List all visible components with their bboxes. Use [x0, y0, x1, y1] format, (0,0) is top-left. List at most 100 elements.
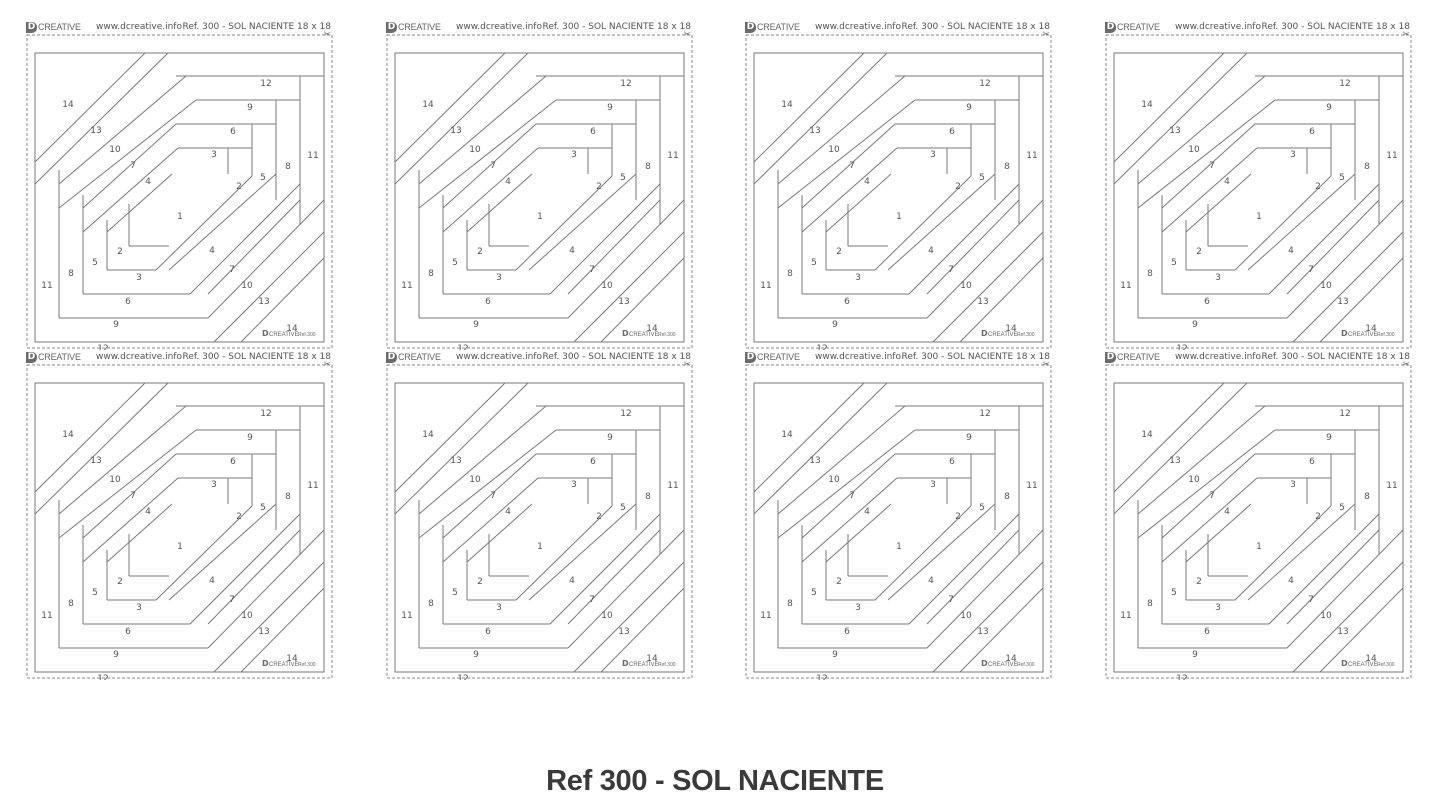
piece-label: 8 [68, 599, 74, 609]
seam-line [58, 99, 197, 209]
piece-label: 3 [136, 603, 142, 613]
piece-label: 2 [596, 182, 602, 192]
piece-label: 3 [855, 603, 861, 613]
piece-label: 2 [1315, 182, 1321, 192]
dcreative-logo-icon: D CREATIVE [1105, 20, 1160, 34]
piece-label: 14 [1141, 100, 1153, 110]
website-link[interactable]: www.dcreative.info [1175, 22, 1261, 32]
piece-label: 2 [836, 247, 842, 257]
website-link[interactable]: www.dcreative.info [815, 352, 901, 362]
piece-label: 8 [285, 492, 291, 502]
piece-label: 5 [979, 173, 985, 183]
piece-label: 10 [1320, 281, 1332, 291]
seam-line [1137, 99, 1276, 209]
website-link[interactable]: www.dcreative.info [96, 22, 182, 32]
reference-label: Ref. 300 - SOL NACIENTE 18 x 18 [1261, 352, 1410, 362]
seam-line [394, 382, 506, 493]
seam-line [932, 231, 1044, 343]
piece-label: 10 [469, 475, 481, 485]
seam-line [567, 529, 685, 649]
piece-label: 13 [90, 456, 101, 466]
seam-line [573, 561, 685, 673]
seam-line [34, 52, 169, 185]
piece-label: 6 [949, 127, 955, 137]
piece-label: 9 [607, 103, 613, 113]
piece-label: 11 [401, 611, 412, 621]
seam-line [926, 529, 1044, 649]
footer-ref: Ref.300 [658, 662, 676, 668]
seam-line [155, 505, 253, 601]
piece-label: 13 [258, 627, 269, 637]
pattern-card: D CREATIVE www.dcreative.info Ref. 300 -… [745, 20, 1052, 350]
piece-label: 6 [125, 627, 131, 637]
piece-label: 2 [955, 512, 961, 522]
piece-label: 13 [809, 126, 820, 136]
seam-line [1247, 503, 1356, 601]
piece-label: 10 [828, 475, 840, 485]
website-link[interactable]: www.dcreative.info [96, 352, 182, 362]
piece-label: 5 [620, 503, 626, 513]
piece-label: 4 [145, 507, 151, 517]
seam-line [887, 173, 996, 271]
piece-label: 4 [1224, 507, 1230, 517]
footer-ref: Ref.300 [1017, 662, 1035, 668]
reference-label: Ref. 300 - SOL NACIENTE 18 x 18 [901, 352, 1050, 362]
piece-label: 8 [1147, 599, 1153, 609]
piece-label: 12 [97, 674, 108, 680]
piece-label: 3 [211, 480, 217, 490]
piece-label: 9 [1192, 320, 1198, 330]
piece-label: 13 [1169, 126, 1180, 136]
piece-label: 4 [569, 576, 575, 586]
piece-label: 5 [92, 258, 98, 268]
pattern-card: D CREATIVE www.dcreative.info Ref. 300 -… [1105, 20, 1412, 350]
piece-label: 12 [620, 409, 631, 419]
piece-label: 6 [590, 127, 596, 137]
logo-mark: D [386, 351, 397, 363]
seam-line [1137, 75, 1266, 185]
piece-label: 5 [260, 173, 266, 183]
piece-label: 7 [229, 595, 235, 605]
footer-logo-mark: D [981, 329, 988, 338]
piece-label: 5 [811, 588, 817, 598]
card-header: D CREATIVE www.dcreative.info Ref. 300 -… [1105, 350, 1412, 369]
piece-label: 13 [90, 126, 101, 136]
pattern-card: D CREATIVE www.dcreative.info Ref. 300 -… [386, 350, 693, 680]
piece-label: 12 [1339, 79, 1350, 89]
piece-label: 8 [1364, 492, 1370, 502]
seam-line [1161, 453, 1256, 539]
piece-label: 9 [1326, 103, 1332, 113]
logo-text: CREATIVE [757, 22, 800, 32]
website-link[interactable]: www.dcreative.info [815, 22, 901, 32]
reference-label: Ref. 300 - SOL NACIENTE 18 x 18 [182, 352, 331, 362]
reference-label: Ref. 300 - SOL NACIENTE 18 x 18 [542, 352, 691, 362]
seam-line [207, 529, 325, 649]
seam-line [1161, 147, 1258, 233]
piece-label: 1 [177, 212, 183, 222]
footer-logo-text: CREATIVE [988, 332, 1018, 338]
website-link[interactable]: www.dcreative.info [1175, 352, 1261, 362]
card-header: D CREATIVE www.dcreative.info Ref. 300 -… [745, 350, 1052, 369]
scissor-icon: ✂ [323, 29, 331, 39]
website-link[interactable]: www.dcreative.info [456, 22, 542, 32]
piece-label: 13 [809, 456, 820, 466]
piece-label: 6 [844, 297, 850, 307]
piece-label: 7 [130, 491, 136, 501]
piece-label: 6 [949, 457, 955, 467]
seam-line [442, 147, 539, 233]
logo-text: CREATIVE [757, 352, 800, 362]
website-link[interactable]: www.dcreative.info [456, 352, 542, 362]
seam-line [1113, 52, 1225, 163]
card-header: D CREATIVE www.dcreative.info Ref. 300 -… [1105, 20, 1412, 39]
piece-label: 4 [1288, 576, 1294, 586]
piece-label: 11 [41, 281, 52, 291]
piece-label: 1 [537, 542, 543, 552]
piece-label: 2 [1196, 577, 1202, 587]
seam-line [1292, 561, 1404, 673]
reference-label: Ref. 300 - SOL NACIENTE 18 x 18 [542, 22, 691, 32]
seam-line [1292, 231, 1404, 343]
seam-line [213, 231, 325, 343]
piece-label: 4 [505, 177, 511, 187]
